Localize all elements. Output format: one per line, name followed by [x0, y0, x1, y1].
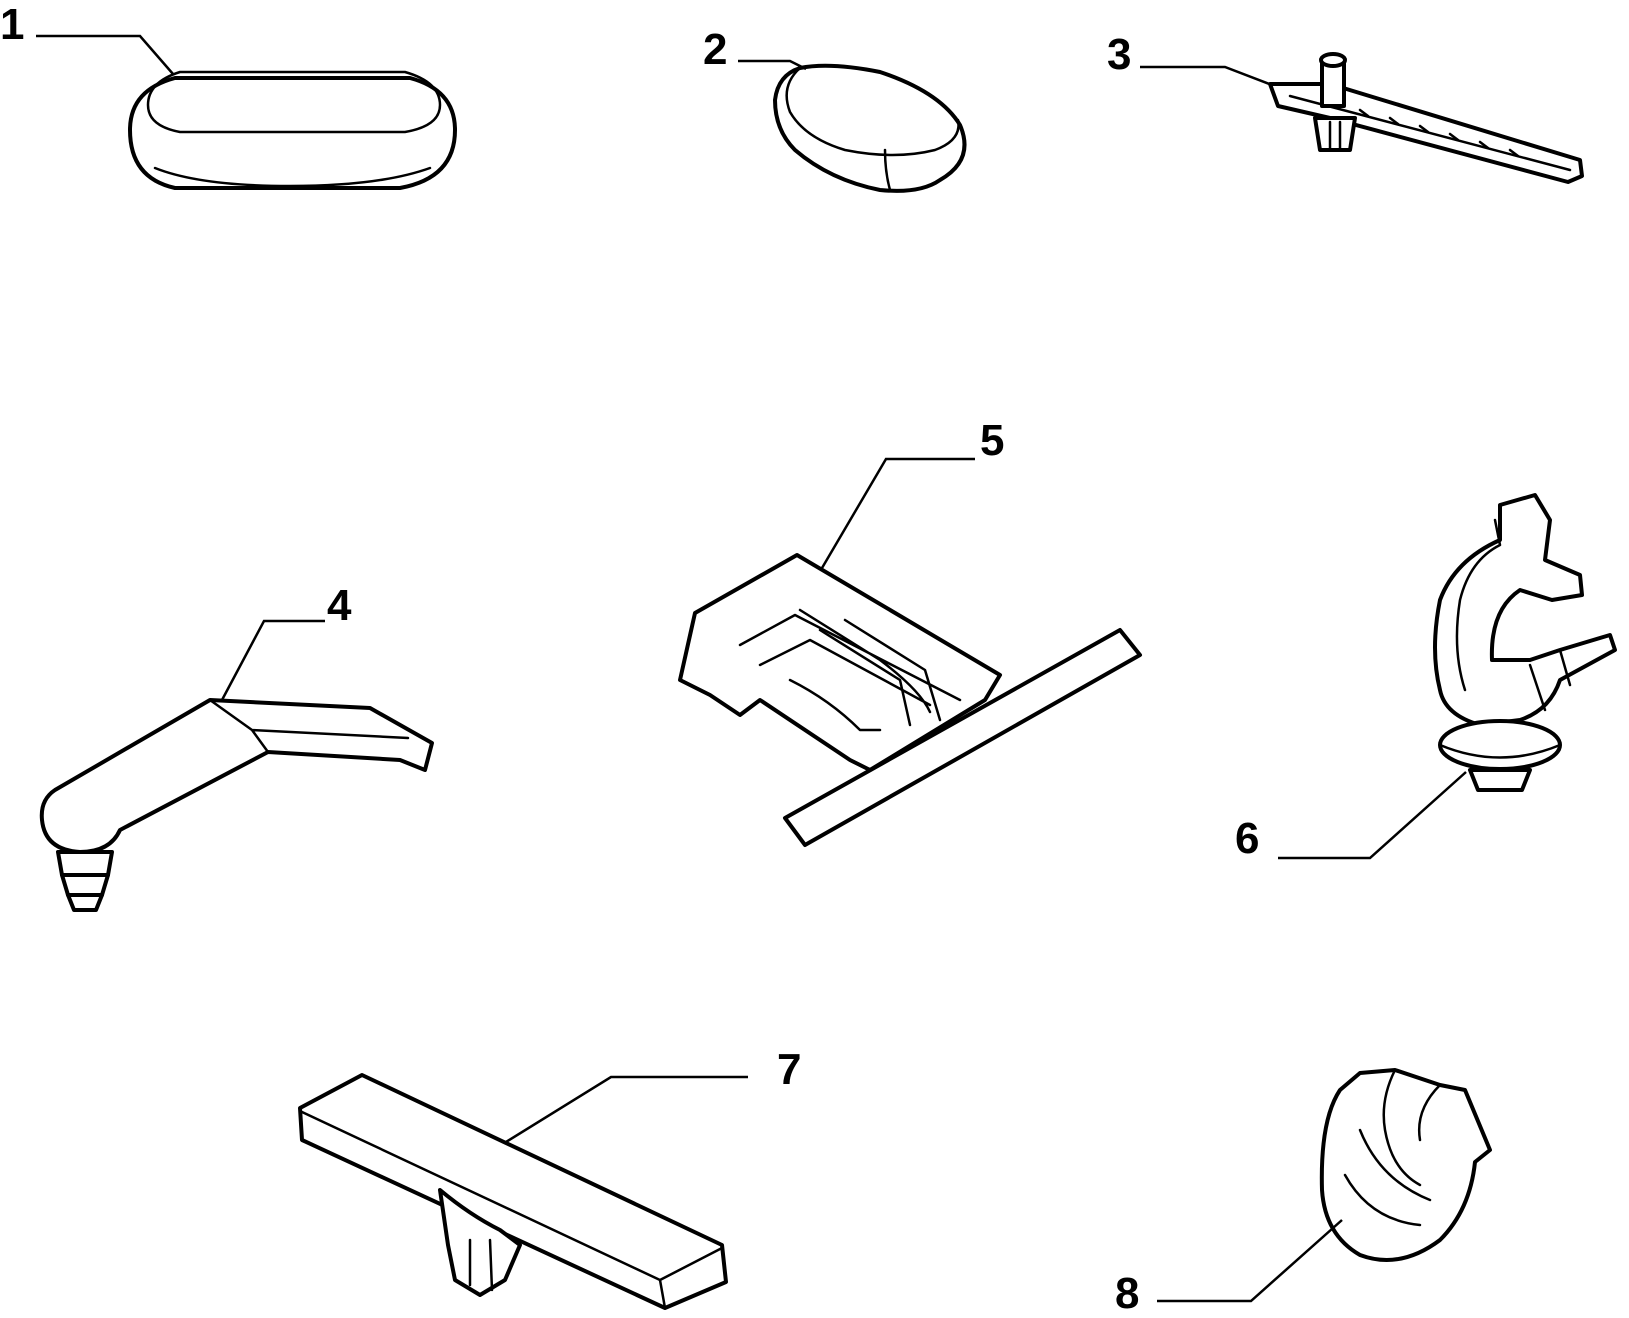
- part-7-bar-clip: [298, 1073, 748, 1310]
- callout-7: 7: [777, 1045, 802, 1094]
- callout-6: 6: [1235, 814, 1260, 863]
- part-5-bracket: [678, 457, 1142, 847]
- part-2-oval-plug: [738, 59, 967, 193]
- part-3-cable-tie: [1140, 52, 1584, 184]
- part-4-l-clip: [39, 619, 434, 912]
- part-1-oval-grommet: [36, 34, 457, 190]
- callout-1: 1: [0, 0, 25, 49]
- callout-3: 3: [1107, 30, 1132, 79]
- callout-5: 5: [980, 416, 1005, 465]
- callout-2: 2: [703, 25, 728, 74]
- callout-8: 8: [1115, 1269, 1140, 1318]
- callout-4: 4: [327, 581, 352, 630]
- part-8-cable-clip: [1157, 1068, 1492, 1303]
- part-6-hose-clamp: [1278, 493, 1617, 860]
